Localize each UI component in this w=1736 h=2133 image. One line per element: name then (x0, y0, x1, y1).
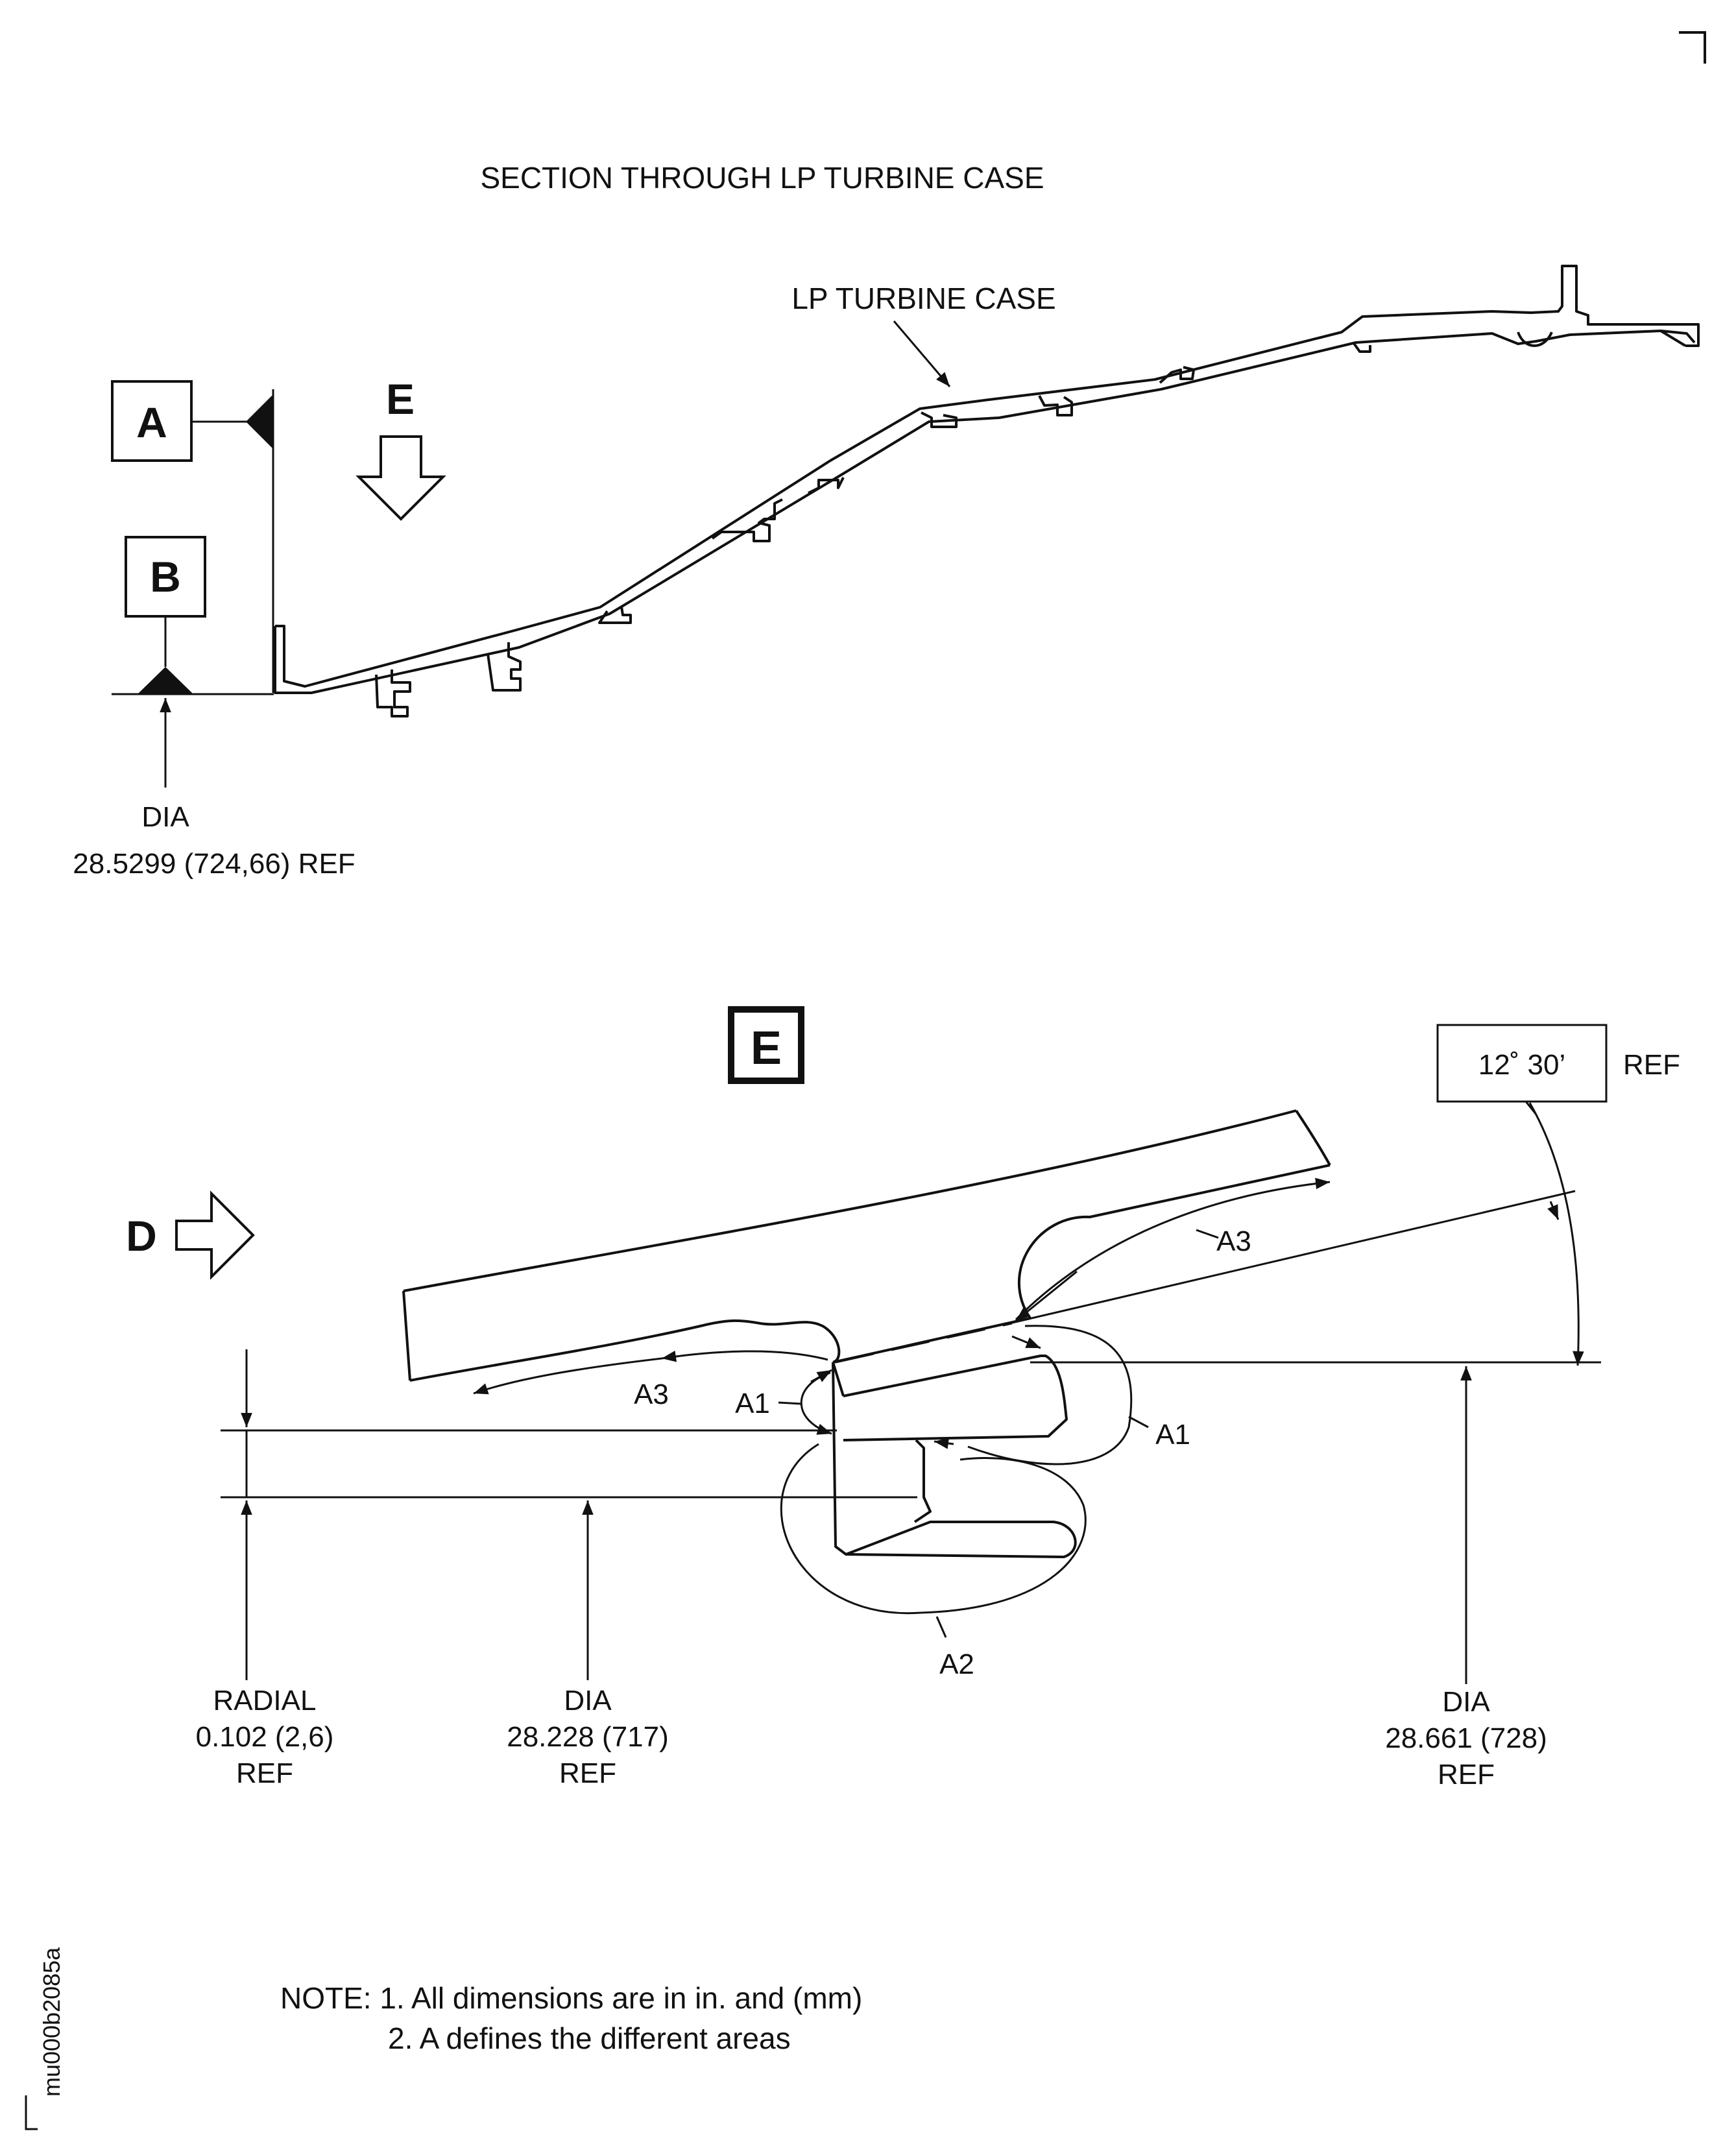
lp-turbine-case-leader (893, 320, 951, 387)
datum-b-triangle-icon (138, 667, 193, 694)
radial-ref: REF (236, 1757, 293, 1789)
view-e-box (728, 1006, 804, 1084)
area-a2-ellipse (780, 1443, 1087, 1615)
angle-arc (1528, 1102, 1584, 1366)
angle-box (1436, 1024, 1608, 1103)
area-a1-right-label: A1 (1155, 1419, 1190, 1451)
dia-label: DIA (141, 801, 189, 833)
view-e-marker-label: E (386, 375, 415, 423)
figure-id: mu000b2085a (38, 1947, 65, 2097)
detail-case-wall (402, 1109, 1331, 1558)
angle-arc-top-arrow (1547, 1201, 1560, 1220)
dia-outer-ref: REF (1438, 1759, 1495, 1790)
area-a1-left-label: A1 (735, 1388, 770, 1419)
lp-turbine-case-label: LP TURBINE CASE (791, 282, 1055, 315)
dia-outer-label: DIA (1442, 1686, 1490, 1718)
dia-inner-ref: REF (559, 1757, 616, 1789)
dia-outer-value: 28.661 (728) (1385, 1722, 1547, 1754)
angle-ref: REF (1623, 1049, 1680, 1081)
dia-value: 28.5299 (724,66) REF (73, 848, 355, 880)
area-a1-left-leader (778, 1401, 802, 1405)
area-a3-right-label: A3 (1216, 1225, 1251, 1257)
area-a1-left-arc-top (810, 1369, 832, 1383)
area-a1-right-arrow-2 (934, 1438, 954, 1449)
view-e-label: E (751, 1022, 782, 1074)
area-a1-right-ellipse (967, 1325, 1133, 1465)
area-a3-right-leader (1196, 1229, 1219, 1239)
area-a1-right-arrow (1011, 1335, 1041, 1349)
note-line-1: NOTE: 1. All dimensions are in in. and (… (280, 1981, 862, 2015)
lp-turbine-case-profile (274, 265, 1700, 717)
figure-id-corner (25, 2095, 38, 2130)
area-a1-right-leader (1128, 1416, 1149, 1428)
datum-b-label: B (150, 553, 181, 601)
area-a2-label: A2 (939, 1648, 974, 1680)
dia-inner-value: 28.228 (717) (507, 1721, 669, 1753)
dia-inner-label: DIA (564, 1685, 612, 1717)
angle-ref-line (1009, 1190, 1576, 1325)
area-a1-left-arc (800, 1371, 832, 1435)
direction-d-arrow-icon (175, 1190, 255, 1280)
area-a3-right-arc-start (1015, 1270, 1078, 1322)
area-a3-right-arc (1015, 1177, 1331, 1321)
corner-mark (1679, 31, 1706, 64)
radial-value: 0.102 (2,6) (196, 1721, 334, 1753)
area-a3-left-arc-2 (473, 1357, 662, 1395)
section-title: SECTION THROUGH LP TURBINE CASE (480, 161, 1044, 195)
direction-d-label: D (126, 1212, 157, 1260)
datum-a-label: A (136, 398, 167, 446)
view-e-arrow-icon (356, 435, 446, 521)
angle-value: 12˚ 30’ (1478, 1049, 1566, 1081)
note-line-2: 2. A defines the different areas (388, 2021, 791, 2055)
radial-label: RADIAL (213, 1685, 317, 1717)
area-a3-left-label: A3 (634, 1379, 669, 1410)
area-a3-left-arc (661, 1350, 828, 1362)
datum-a-triangle-icon (246, 394, 273, 449)
detail-centerline (835, 1322, 1013, 1364)
area-a2-leader (935, 1616, 947, 1638)
